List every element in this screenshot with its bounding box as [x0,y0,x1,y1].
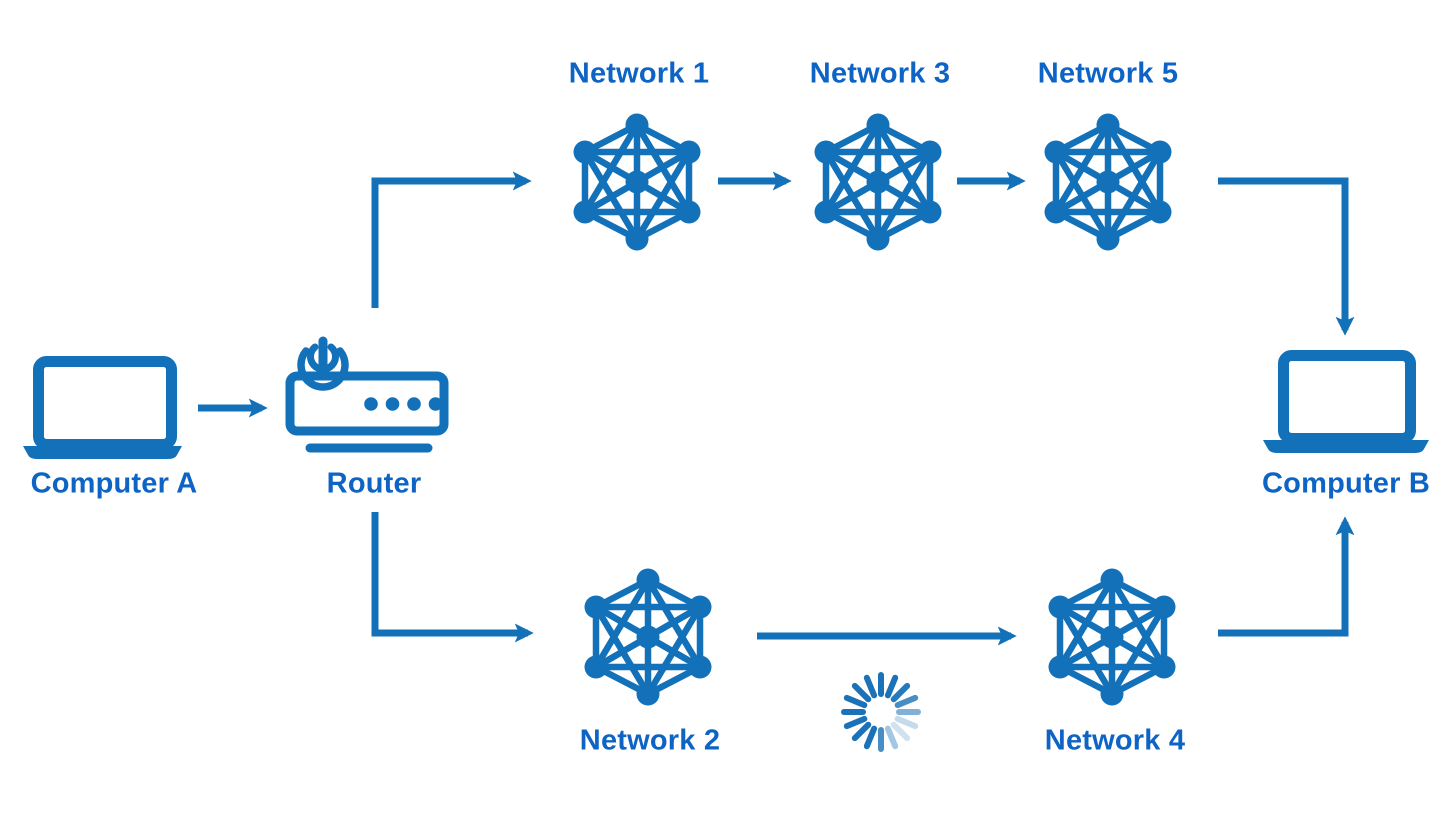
arrow-router-to-network-1 [371,171,532,308]
computer-a-label: Computer A [30,467,198,500]
computer-a-laptop-icon [23,356,182,459]
network-1-mesh-icon [574,114,701,251]
network-5-mesh-icon [1045,114,1172,251]
connection-arrows [198,171,1355,646]
network-2-label: Network 2 [579,724,721,757]
router-icon [285,336,449,453]
arrow-router-to-network-2 [371,512,534,643]
network-5-label: Network 5 [1037,57,1179,90]
network-3-mesh-icon [815,114,942,251]
computer-b-laptop-icon [1263,350,1429,453]
network-4-label: Network 4 [1044,724,1186,757]
router-indicator-dots [364,397,443,411]
arrow-network-4-to-computer-b [1218,516,1355,637]
arrow-network-5-to-computer-b [1218,177,1355,336]
network-1-label: Network 1 [568,57,710,90]
router-signal-inner-arc [307,343,339,373]
network-2-mesh-icon [585,569,712,706]
router-signal-outer-arc [297,347,349,391]
network-4-mesh-icon [1049,569,1176,706]
router-label: Router [326,467,422,500]
network-3-label: Network 3 [809,57,951,90]
loading-spinner [841,672,921,752]
computer-b-label: Computer B [1262,467,1430,500]
